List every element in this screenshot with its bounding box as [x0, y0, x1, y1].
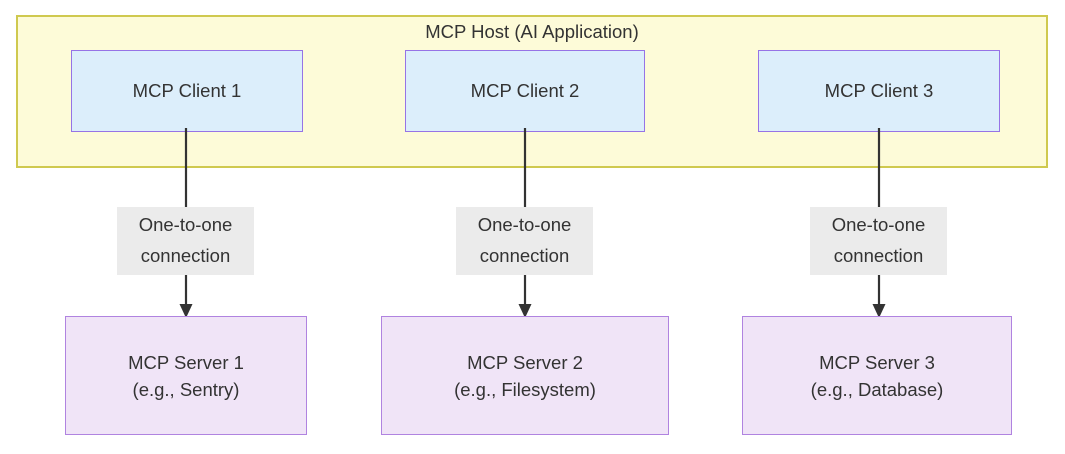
connection-label-1: One-to-one connection [117, 207, 254, 275]
connection-label-3-line2: connection [833, 245, 924, 266]
connection-label-3: One-to-one connection [810, 207, 947, 275]
connection-label-2-line1: One-to-one [477, 214, 572, 235]
connection-label-1-line2: connection [140, 245, 231, 266]
mcp-server-2-title: MCP Server 2 [467, 351, 583, 373]
mcp-server-2-example: (e.g., Filesystem) [454, 378, 596, 400]
mcp-client-2-label: MCP Client 2 [470, 80, 580, 101]
mcp-client-3-box[interactable]: MCP Client 3 [758, 50, 1000, 132]
mcp-host-title: MCP Host (AI Application) [425, 21, 639, 42]
mcp-client-2-box[interactable]: MCP Client 2 [405, 50, 645, 132]
connection-label-2: One-to-one connection [456, 207, 593, 275]
connection-label-1-line1: One-to-one [138, 214, 233, 235]
mcp-client-3-label: MCP Client 3 [824, 80, 934, 101]
mcp-server-3-box[interactable]: MCP Server 3 (e.g., Database) [742, 316, 1012, 435]
connection-label-3-line1: One-to-one [831, 214, 926, 235]
mcp-server-3-example: (e.g., Database) [810, 378, 944, 400]
mcp-server-1-title: MCP Server 1 [128, 351, 244, 373]
connection-label-2-line2: connection [479, 245, 570, 266]
mcp-server-1-box[interactable]: MCP Server 1 (e.g., Sentry) [65, 316, 307, 435]
mcp-client-1-box[interactable]: MCP Client 1 [71, 50, 303, 132]
mcp-client-1-label: MCP Client 1 [132, 80, 242, 101]
mcp-server-1-example: (e.g., Sentry) [132, 378, 240, 400]
mcp-server-2-box[interactable]: MCP Server 2 (e.g., Filesystem) [381, 316, 669, 435]
mcp-server-3-title: MCP Server 3 [819, 351, 935, 373]
